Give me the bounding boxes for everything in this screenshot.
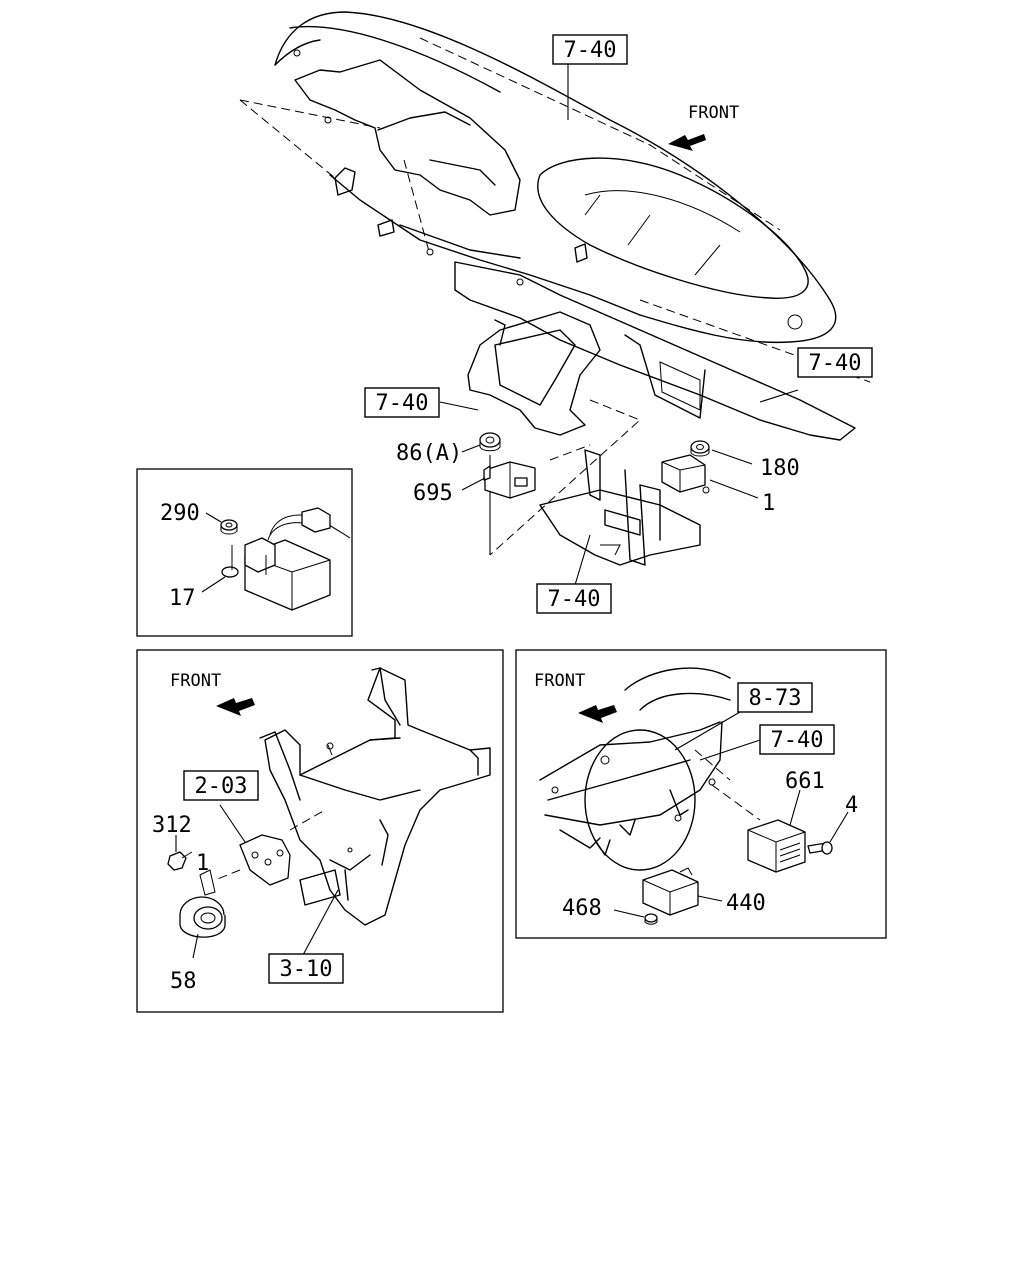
leader <box>201 576 226 593</box>
explode-line <box>239 99 381 129</box>
ref-box-dash-right[interactable]: 7-40 <box>797 347 873 378</box>
part-label-1-inset: 1 <box>196 851 209 876</box>
leader <box>302 889 339 956</box>
leader <box>574 534 591 586</box>
part-label-312: 312 <box>152 813 192 838</box>
leader <box>711 449 753 465</box>
leader <box>205 512 222 523</box>
front-label: FRONT <box>688 103 739 123</box>
horn-58-icon <box>179 896 226 938</box>
part-label-86a: 86(A) <box>396 441 462 466</box>
svg-text:7-40: 7-40 <box>548 587 601 612</box>
leader <box>674 711 741 751</box>
leader <box>192 933 199 959</box>
steering-column-structure <box>539 667 761 871</box>
center-bracket <box>467 311 641 556</box>
part-label-290: 290 <box>160 501 200 526</box>
part-label-468: 468 <box>562 896 602 921</box>
front-indicator-inset-right: FRONT <box>534 671 617 723</box>
ref-box-bracket-left[interactable]: 7-40 <box>364 387 440 418</box>
part-695-module <box>483 461 536 499</box>
part-label-661: 661 <box>785 769 825 794</box>
explode-line <box>239 99 336 179</box>
controller-661-icon <box>747 819 806 873</box>
svg-text:3-10: 3-10 <box>280 957 333 982</box>
svg-text:7-40: 7-40 <box>809 351 862 376</box>
part-label-58: 58 <box>170 969 197 994</box>
front-label: FRONT <box>170 671 221 691</box>
front-arrow-icon <box>216 698 255 716</box>
ref-box-dash-top[interactable]: 7-40 <box>552 34 628 65</box>
leader <box>613 909 645 918</box>
nut-468-icon <box>644 913 658 925</box>
leader <box>461 444 481 453</box>
module-17-with-harness <box>221 507 351 611</box>
cross-beam <box>454 261 856 441</box>
explode-line <box>403 159 431 256</box>
ref-box-inset-right-top[interactable]: 8-73 <box>737 682 813 713</box>
horn-bracket-structure <box>259 667 491 926</box>
ref-box-bracket-lower[interactable]: 7-40 <box>536 583 612 614</box>
svg-text:2-03: 2-03 <box>195 774 248 799</box>
inset-panel-module <box>136 468 353 637</box>
part-label-695: 695 <box>413 481 453 506</box>
nut-86a-icon <box>479 432 501 452</box>
svg-text:7-40: 7-40 <box>564 38 617 63</box>
inset-panel-controller <box>515 649 887 939</box>
dashboard-panel <box>274 11 837 344</box>
inset-panel-horn <box>136 649 504 1013</box>
lower-bracket <box>539 449 701 566</box>
leader <box>461 477 486 491</box>
front-arrow-icon <box>668 134 706 151</box>
part-label-4: 4 <box>845 793 858 818</box>
bolt-312-icon <box>167 851 193 871</box>
ref-box-inset-left-lower[interactable]: 3-10 <box>268 953 344 984</box>
leader <box>759 389 799 403</box>
nut-180-icon <box>690 440 710 457</box>
leader <box>699 739 761 761</box>
leader <box>789 789 801 826</box>
part-label-17: 17 <box>169 586 196 611</box>
part-1-module <box>661 454 710 494</box>
front-indicator-inset-left: FRONT <box>170 671 255 716</box>
part-label-440: 440 <box>726 891 766 916</box>
leader <box>697 895 723 902</box>
front-label: FRONT <box>534 671 585 691</box>
front-arrow-icon <box>578 705 617 723</box>
part-label-1: 1 <box>762 491 775 516</box>
ref-box-inset-left[interactable]: 2-03 <box>183 770 259 801</box>
leader <box>439 401 479 411</box>
front-indicator-main: FRONT <box>668 103 739 151</box>
nut-290-icon <box>220 519 238 535</box>
unit-440-icon <box>642 867 699 916</box>
leader <box>219 804 246 843</box>
ref-box-inset-right-mid[interactable]: 7-40 <box>759 724 835 755</box>
part-label-180: 180 <box>760 456 800 481</box>
svg-text:7-40: 7-40 <box>771 728 824 753</box>
bolt-4-icon <box>807 841 833 855</box>
leader <box>709 479 759 499</box>
horn-mount-bracket <box>199 809 326 896</box>
svg-text:8-73: 8-73 <box>749 686 802 711</box>
explode-line <box>419 37 781 231</box>
svg-text:7-40: 7-40 <box>376 391 429 416</box>
leader <box>829 811 849 843</box>
